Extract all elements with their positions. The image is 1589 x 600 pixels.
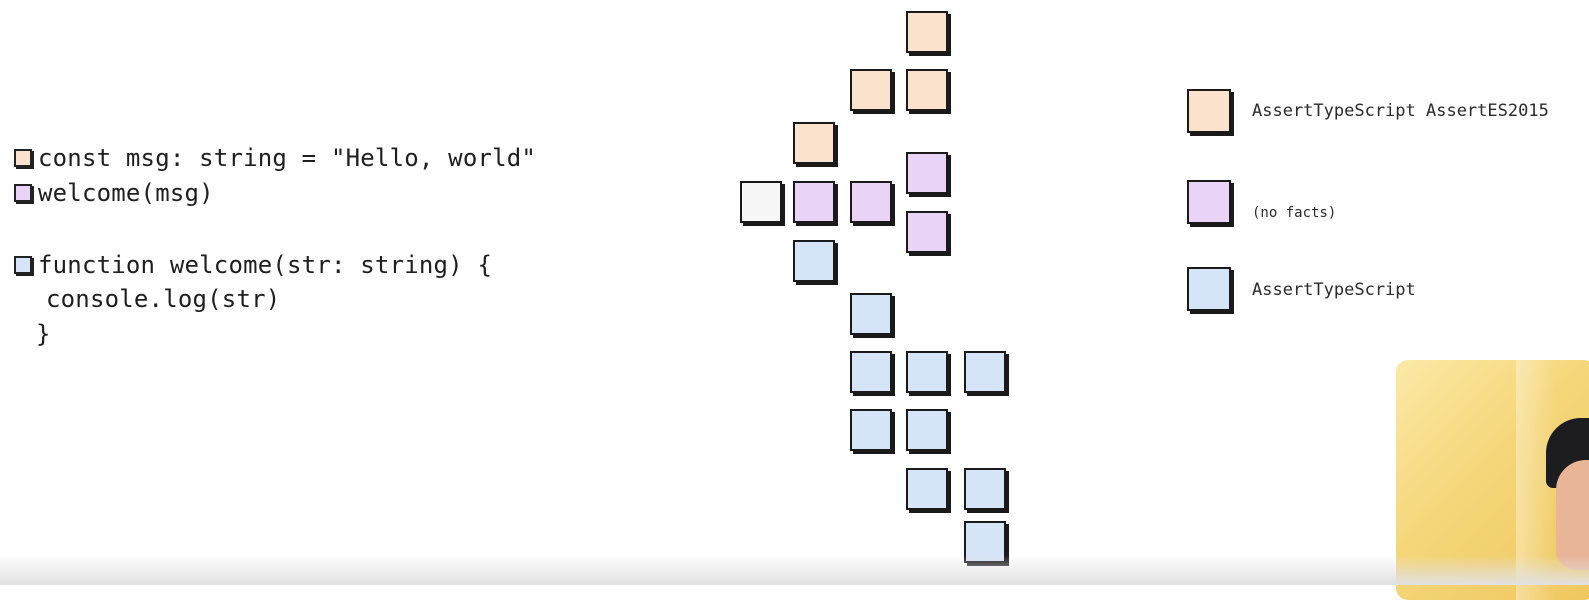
graph-node-purple — [906, 152, 948, 194]
graph-node-purple — [906, 211, 948, 253]
code-line-console: console.log(str) — [14, 284, 280, 314]
graph-node-blue — [964, 351, 1006, 393]
code-line-text: welcome(msg) — [38, 179, 214, 207]
graph-node-orange — [906, 11, 948, 53]
code-line-text: const msg: string = "Hello, world" — [38, 144, 537, 172]
graph-node-purple — [850, 181, 892, 223]
graph-node-white — [740, 181, 782, 223]
code-line-function: function welcome(str: string) { — [14, 250, 492, 280]
code-line-text: function welcome(str: string) { — [38, 251, 493, 279]
code-line-text: console.log(str) — [46, 285, 281, 313]
legend-label-orange: AssertTypeScript AssertES2015 — [1252, 101, 1549, 121]
code-line-const: const msg: string = "Hello, world" — [14, 143, 536, 173]
presenter-face — [1556, 460, 1589, 570]
legend-label-blue: AssertTypeScript — [1252, 280, 1416, 300]
graph-node-blue — [850, 351, 892, 393]
graph-node-blue — [906, 468, 948, 510]
bottom-fade — [0, 555, 1589, 585]
legend-swatch-purple — [1187, 180, 1231, 224]
graph-node-orange — [850, 69, 892, 111]
code-line-close-brace: } — [14, 319, 51, 349]
legend-label-purple: (no facts) — [1252, 205, 1337, 221]
graph-node-orange — [793, 122, 835, 164]
graph-node-orange — [906, 69, 948, 111]
graph-node-blue — [964, 468, 1006, 510]
code-line-color-marker — [14, 149, 32, 167]
graph-node-blue — [906, 409, 948, 451]
code-line-color-marker — [14, 184, 32, 202]
legend-swatch-orange — [1187, 89, 1231, 133]
graph-node-blue — [850, 293, 892, 335]
graph-node-blue — [850, 409, 892, 451]
code-line-color-marker — [14, 256, 32, 274]
slide-canvas: const msg: string = "Hello, world" welco… — [0, 11, 1589, 600]
code-line-text: } — [36, 320, 51, 348]
graph-node-purple — [793, 181, 835, 223]
graph-node-blue — [906, 351, 948, 393]
graph-node-blue — [793, 240, 835, 282]
legend-swatch-blue — [1187, 267, 1231, 311]
code-line-call: welcome(msg) — [14, 178, 214, 208]
